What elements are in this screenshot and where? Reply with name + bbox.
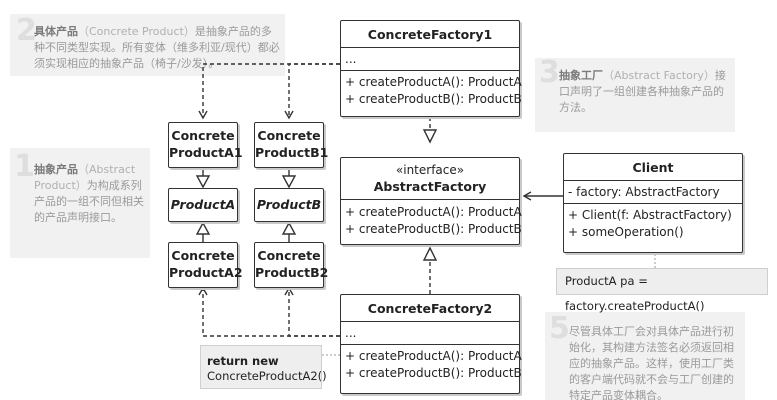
note-body: 为构成系列产品的一组不同但相关的产品声明接口。 <box>34 179 144 224</box>
interface-product-b: ProductB <box>254 188 324 222</box>
realization-head-cb2 <box>281 221 297 235</box>
method-list: + createProductA(): ProductA + createPro… <box>341 71 522 108</box>
method-create-product-a: + createProductA(): ProductA <box>345 349 522 363</box>
class-name: Concrete ProductB1 <box>255 123 329 161</box>
class-concrete-product-a1: Concrete ProductA1 <box>168 122 243 168</box>
class-concrete-product-a2: Concrete ProductA2 <box>168 242 243 288</box>
callout-text: ProductA pa = factory.createProductA() <box>565 274 705 313</box>
field-factory: - factory: AbstractFactory <box>568 185 720 199</box>
method-create-product-b: + createProductB(): ProductB <box>345 222 522 236</box>
method-create-product-a: + createProductA(): ProductA <box>345 205 522 219</box>
class-name-line1: Concrete <box>257 248 321 263</box>
separator <box>341 47 519 48</box>
note-body: 尽管具体工厂会对具体产品进行初始化，其构建方法签名必须返回相应的抽象产品。这样，… <box>569 325 734 400</box>
note-text: 抽象工厂（Abstract Factory）接口声明了一组创建各种抽象产品的方法… <box>559 68 733 116</box>
class-client: Client - factory: AbstractFactory + Clie… <box>563 153 743 253</box>
class-name-line2: ProductB2 <box>255 265 329 280</box>
separator <box>341 70 519 71</box>
class-concrete-product-b2: Concrete ProductB2 <box>254 242 329 288</box>
dependency-cf1-cb1 <box>284 63 340 120</box>
stereotype: «interface» <box>395 163 465 177</box>
note-number: 1 <box>14 149 35 184</box>
separator <box>341 321 519 322</box>
realization-head-ca2 <box>195 221 211 235</box>
interface-abstract-factory: «interface» AbstractFactory + createProd… <box>340 157 522 245</box>
dependency-cf2-cb2 <box>284 286 340 337</box>
separator <box>564 180 742 181</box>
class-name: Concrete ProductA1 <box>169 123 243 161</box>
note-body: 是抽象产品的多种不同类型实现。所有变体（维多利亚/现代）都必须实现相应的抽象产品… <box>34 25 280 70</box>
class-name: ConcreteFactory2 <box>367 301 493 316</box>
note-bold: 抽象工厂 <box>559 69 603 82</box>
method-client-constructor: + Client(f: AbstractFactory) <box>568 208 732 222</box>
note-concrete-product: 2 具体产品（Concrete Product）是抽象产品的多种不同类型实现。所… <box>10 14 285 76</box>
class-name-line2: ProductA1 <box>169 145 243 160</box>
realization-head-cf2 <box>422 246 438 261</box>
note-bold: 抽象产品 <box>34 163 78 176</box>
class-name: ConcreteFactory1 <box>367 27 493 42</box>
method-some-operation: + someOperation() <box>568 225 684 239</box>
method-create-product-b: + createProductB(): ProductB <box>345 366 522 380</box>
method-list: + createProductA(): ProductA + createPro… <box>341 200 522 238</box>
class-name: ProductA <box>170 197 236 212</box>
interface-product-a: ProductA <box>168 188 238 222</box>
callout-keyword: return new <box>207 354 279 368</box>
note-concrete-factory: 5 尽管具体工厂会对具体产品进行初始化，其构建方法签名必须返回相应的抽象产品。这… <box>545 312 745 400</box>
note-abstract-product: 1 抽象产品（Abstract Product）为构成系列产品的一组不同但相关的… <box>10 148 150 258</box>
realization-head-cf1 <box>422 129 438 144</box>
class-name-line2: ProductA2 <box>169 265 243 280</box>
class-name: ProductB <box>256 197 322 212</box>
dependency-cf1-ca1 <box>198 63 340 120</box>
note-en: （Abstract Factory） <box>603 69 715 82</box>
method-list: + createProductA(): ProductA + createPro… <box>341 345 522 382</box>
class-name: Concrete ProductA2 <box>169 243 243 281</box>
field-ellipsis: ... <box>345 326 357 340</box>
callout-return-code: return new ConcreteProductA2() <box>200 345 327 389</box>
separator <box>564 203 742 204</box>
class-name: Concrete ProductB2 <box>255 243 329 281</box>
class-name-line1: Concrete <box>171 128 235 143</box>
note-text: 尽管具体工厂会对具体产品进行初始化，其构建方法签名必须返回相应的抽象产品。这样，… <box>569 324 741 400</box>
class-concrete-product-b1: Concrete ProductB1 <box>254 122 329 168</box>
separator <box>341 344 519 345</box>
separator <box>341 199 519 200</box>
class-name: Client <box>632 160 674 175</box>
method-create-product-b: + createProductB(): ProductB <box>345 92 522 106</box>
class-concrete-factory-1: ConcreteFactory1 ... + createProductA():… <box>340 20 522 117</box>
note-abstract-factory: 3 抽象工厂（Abstract Factory）接口声明了一组创建各种抽象产品的… <box>535 58 735 132</box>
method-list: + Client(f: AbstractFactory) + someOpera… <box>564 204 742 241</box>
realization-head-cb1 <box>281 175 297 189</box>
class-concrete-factory-2: ConcreteFactory2 ... + createProductA():… <box>340 294 522 394</box>
note-number: 3 <box>539 55 560 90</box>
realization-head-ca1 <box>195 175 211 189</box>
method-create-product-a: + createProductA(): ProductA <box>345 75 522 89</box>
note-number: 2 <box>16 13 37 48</box>
note-en: （Concrete Product） <box>78 25 195 38</box>
dependency-cf2-ca2 <box>198 286 340 337</box>
class-name-line2: ProductB1 <box>255 145 329 160</box>
callout-text: ConcreteProductA2() <box>207 369 327 383</box>
note-bold: 具体产品 <box>34 25 78 38</box>
note-en: （Abstract Product） <box>34 163 136 192</box>
callout-client-code: ProductA pa = factory.createProductA() <box>556 268 768 313</box>
note-number: 5 <box>549 312 570 346</box>
class-name-line1: Concrete <box>257 128 321 143</box>
note-text: 抽象产品（Abstract Product）为构成系列产品的一组不同但相关的产品… <box>34 162 146 226</box>
interface-header: «interface» AbstractFactory <box>341 158 519 195</box>
note-text: 具体产品（Concrete Product）是抽象产品的多种不同类型实现。所有变… <box>34 24 282 72</box>
field-ellipsis: ... <box>345 52 357 66</box>
note-body: 接口声明了一组创建各种抽象产品的方法。 <box>559 69 726 114</box>
class-name: AbstractFactory <box>373 179 487 194</box>
class-name-line1: Concrete <box>171 248 235 263</box>
